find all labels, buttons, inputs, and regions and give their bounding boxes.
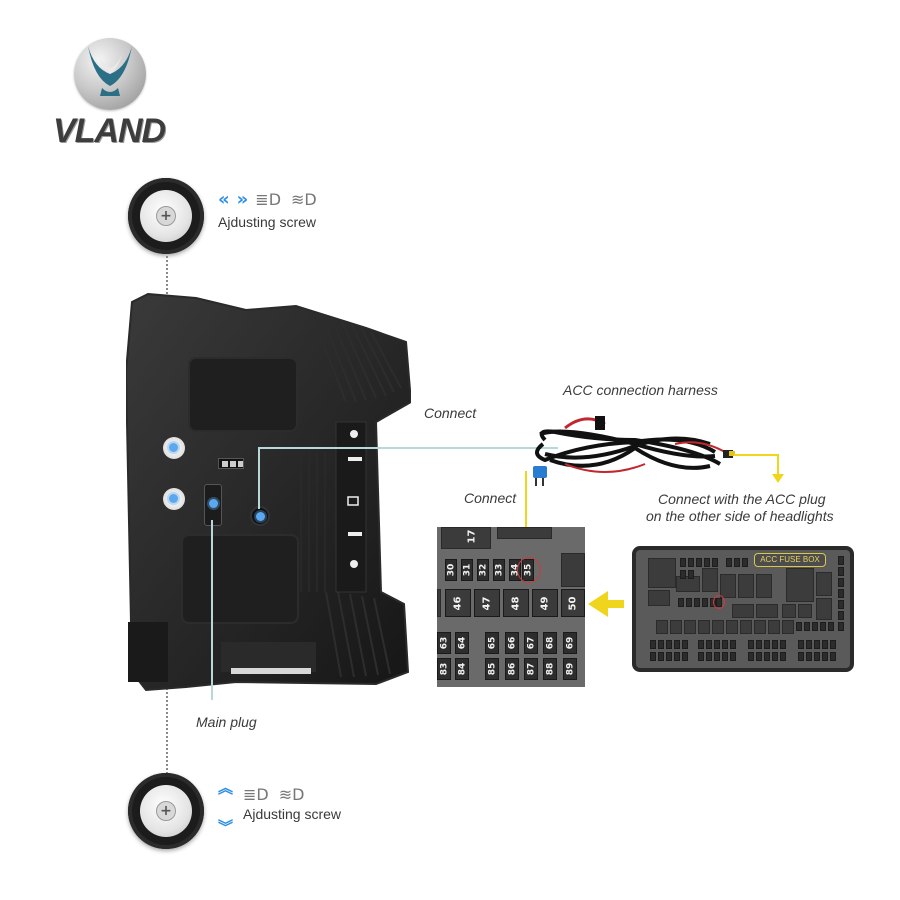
label-window — [218, 458, 244, 469]
marker-dot-icon — [169, 443, 178, 452]
acc-fuse-box: ACC FUSE BOX — [632, 546, 854, 672]
arrow-left-shaft — [606, 600, 624, 608]
fuse-86: 86 — [505, 658, 519, 680]
acc-plug-label-line1: Connect with the ACC plug — [658, 491, 826, 507]
fuse-65: 65 — [485, 632, 499, 654]
marker-dot-icon — [169, 494, 178, 503]
screw-icon: + — [156, 801, 176, 821]
fuse-64: 64 — [455, 632, 469, 654]
fuse-67: 67 — [524, 632, 538, 654]
chevron-down-icon: ︾ — [218, 818, 234, 836]
main-plug-connector — [204, 484, 222, 526]
chevrons-left-icon: « — [218, 189, 230, 210]
fuse-30: 30 — [445, 559, 457, 581]
acc-socket-dot-icon — [256, 512, 265, 521]
bottom-adjusting-screw-knob: + — [128, 773, 204, 849]
arrow-left-icon — [588, 591, 608, 617]
fuse-89: 89 — [563, 658, 577, 680]
fuse-85: 85 — [485, 658, 499, 680]
upper-bulb-cover — [188, 357, 298, 432]
brand-logo: VLAND — [44, 38, 174, 153]
chevrons-right-icon: » — [236, 189, 249, 210]
horizontal-adjuster — [163, 437, 185, 459]
fuse-47: 47 — [474, 589, 500, 617]
headlight-housing — [126, 292, 411, 692]
fuse-87: 87 — [524, 658, 538, 680]
fuse-46: 46 — [445, 589, 471, 617]
acc-plug-label-line2: on the other side of headlights — [646, 508, 834, 524]
vertical-adjuster — [163, 488, 185, 510]
fuse-66: 66 — [505, 632, 519, 654]
lower-bulb-cover — [181, 534, 299, 624]
acc-fuse-box-tag: ACC FUSE BOX — [754, 553, 826, 567]
fuse-32: 32 — [477, 559, 489, 581]
fuse-17: 17 — [466, 529, 478, 543]
main-plug-dot-icon — [209, 499, 218, 508]
acc-harness-icon — [533, 416, 735, 486]
main-plug-guide-line — [211, 520, 213, 700]
chevron-up-icon: ︽ — [218, 779, 234, 797]
acc-guide-line-vertical — [258, 447, 260, 509]
fuse-88: 88 — [543, 658, 557, 680]
fuse-31: 31 — [461, 559, 473, 581]
bottom-screw-label: Ajdusting screw — [243, 806, 342, 822]
acc-plug-line-horizontal — [734, 454, 778, 456]
brand-name: VLAND — [52, 112, 166, 150]
fuse-49: 49 — [532, 589, 558, 617]
acc-guide-line-horizontal — [258, 447, 558, 449]
connect-label-fuse: Connect — [464, 490, 517, 506]
fuse-68: 68 — [543, 632, 557, 654]
screw-icon: + — [156, 206, 176, 226]
fuse-69: 69 — [563, 632, 577, 654]
arrow-down-icon — [772, 474, 784, 483]
low-beam-icon: ≣D — [243, 785, 269, 804]
fuse-connect-line — [525, 471, 527, 555]
highlight-ring-mini — [713, 595, 725, 609]
bottom-screw-beam-icons: ≣D ≋D — [243, 785, 304, 804]
top-adjusting-screw-knob: + — [128, 178, 204, 254]
high-beam-icon: ≋D — [291, 190, 317, 209]
fuse-50: 50 — [561, 589, 585, 617]
acc-socket — [250, 506, 270, 526]
highlight-ring — [517, 557, 541, 583]
low-beam-icon: ≣D — [255, 190, 282, 209]
top-screw-direction-icons: « » ≣D ≋D — [218, 189, 317, 210]
fuse-83: 83 — [437, 658, 451, 680]
fuse-box-zoom: 17 30 31 32 33 34 35 46 47 48 49 50 63 6… — [437, 527, 585, 687]
fuse-48: 48 — [503, 589, 529, 617]
fuse-63: 63 — [437, 632, 451, 654]
fuse-33: 33 — [493, 559, 505, 581]
high-beam-icon: ≋D — [278, 785, 305, 804]
vland-emblem-icon — [74, 38, 146, 110]
fuse-84: 84 — [455, 658, 469, 680]
top-screw-label: Ajdusting screw — [218, 214, 317, 230]
acc-plug-line-vertical — [777, 454, 779, 476]
main-plug-label: Main plug — [196, 714, 257, 730]
harness-title: ACC connection harness — [563, 382, 718, 398]
connect-label-top: Connect — [424, 405, 477, 421]
